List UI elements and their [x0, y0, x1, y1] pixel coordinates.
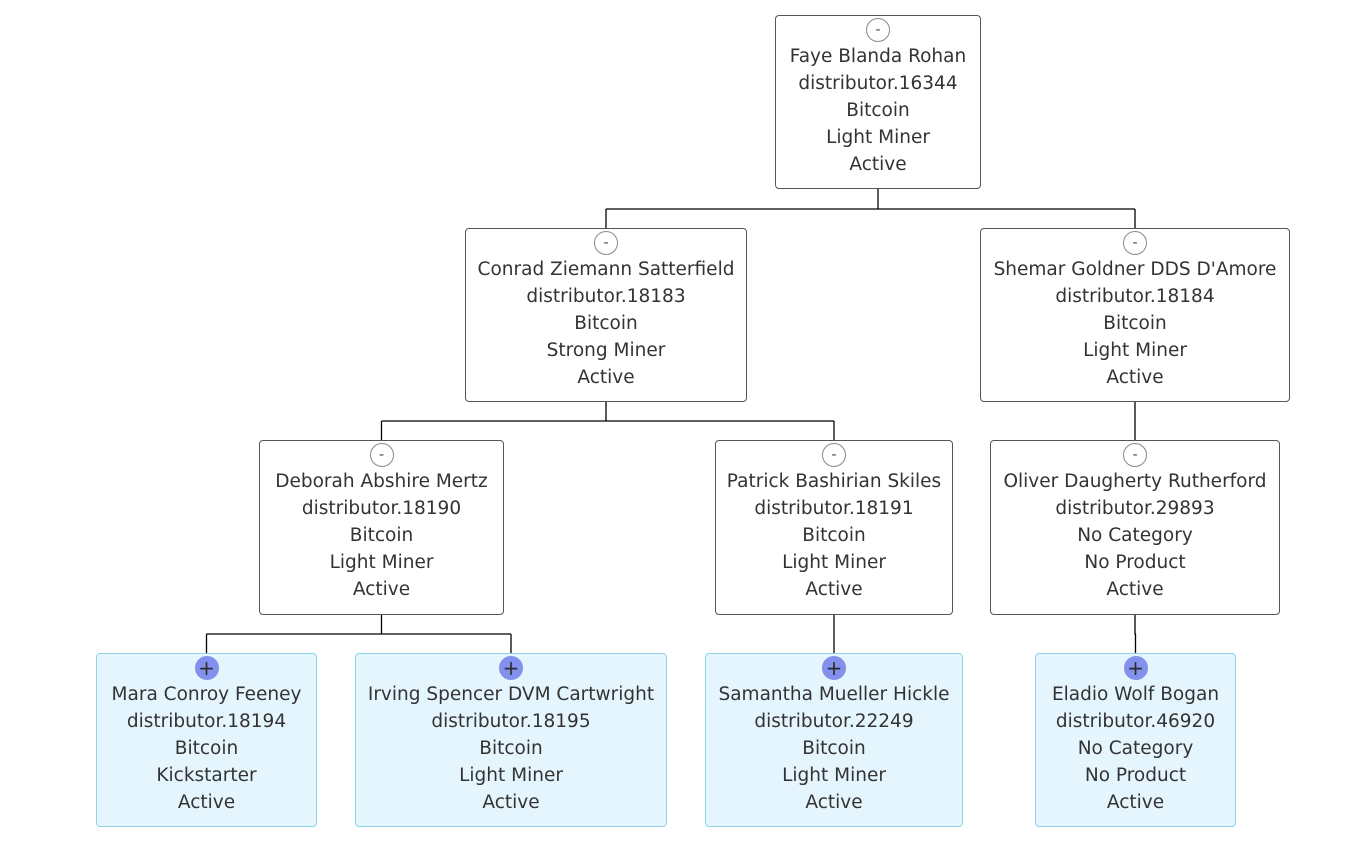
- expand-plus-icon[interactable]: +: [1123, 656, 1148, 680]
- connector-line: [1134, 615, 1137, 653]
- category-label: Bitcoin: [802, 525, 866, 546]
- product-label: Light Miner: [1083, 340, 1187, 361]
- status-label: Active: [1106, 367, 1164, 388]
- status-label: Active: [849, 154, 907, 175]
- expand-plus-icon[interactable]: +: [194, 656, 219, 680]
- product-label: Kickstarter: [156, 765, 257, 786]
- category-label: Bitcoin: [802, 738, 866, 759]
- status-label: Active: [352, 579, 411, 600]
- collapse-minus-icon[interactable]: -: [822, 443, 846, 467]
- collapse-minus-icon[interactable]: -: [594, 231, 618, 255]
- distributor-id: distributor.18183: [526, 286, 686, 307]
- person-name: Irving Spencer DVM Cartwright: [367, 684, 655, 705]
- product-label: No Product: [1084, 552, 1186, 573]
- category-label: No Category: [1077, 738, 1194, 759]
- org-node-card[interactable]: - Patrick Bashirian Skiles distributor.181…: [715, 440, 953, 615]
- distributor-id: distributor.18190: [301, 498, 462, 519]
- collapse-minus-icon[interactable]: -: [866, 18, 890, 42]
- org-node-card[interactable]: + Samantha Mueller Hickle distributor.2224…: [705, 653, 963, 827]
- status-label: Active: [1106, 792, 1165, 813]
- distributor-id: distributor.16344: [798, 73, 958, 94]
- distributor-id: distributor.18195: [431, 711, 591, 732]
- product-label: No Product: [1084, 765, 1187, 786]
- org-node-card[interactable]: - Conrad Ziemann Satterfield distributor.1…: [465, 228, 747, 402]
- product-label: Strong Miner: [546, 340, 666, 361]
- org-node-card[interactable]: + Eladio Wolf Bogan distributor.46920 No Ca…: [1035, 653, 1236, 827]
- status-label: Active: [805, 579, 863, 600]
- node-details: Eladio Wolf Bogan distributor.46920 No Cat…: [1036, 681, 1235, 816]
- collapse-minus-icon[interactable]: -: [369, 443, 394, 467]
- person-name: Patrick Bashirian Skiles: [726, 471, 942, 492]
- distributor-id: distributor.22249: [754, 711, 914, 732]
- node-details: Conrad Ziemann Satterfield distributor.18…: [466, 256, 746, 391]
- person-name: Oliver Daugherty Rutherford: [1003, 471, 1267, 492]
- person-name: Deborah Abshire Mertz: [275, 471, 488, 492]
- node-details: Samantha Mueller Hickle distributor.22249…: [706, 681, 962, 816]
- person-name: Eladio Wolf Bogan: [1051, 684, 1220, 705]
- product-label: Light Miner: [329, 552, 434, 573]
- category-label: Bitcoin: [1103, 313, 1167, 334]
- person-name: Faye Blanda Rohan: [789, 46, 967, 67]
- product-label: Light Miner: [782, 552, 886, 573]
- org-node-card[interactable]: - Oliver Daugherty Rutherford distributor.…: [990, 440, 1280, 615]
- collapse-minus-icon[interactable]: -: [1123, 231, 1147, 255]
- org-node-card[interactable]: - Shemar Goldner DDS D'Amore distributor.1…: [980, 228, 1290, 402]
- status-label: Active: [1106, 579, 1164, 600]
- product-label: Light Miner: [826, 127, 930, 148]
- expand-plus-icon[interactable]: +: [499, 656, 523, 680]
- person-name: Samantha Mueller Hickle: [718, 684, 950, 705]
- node-details: Irving Spencer DVM Cartwright distributor…: [356, 681, 666, 816]
- category-label: No Category: [1077, 525, 1193, 546]
- category-label: Bitcoin: [349, 525, 414, 546]
- category-label: Bitcoin: [846, 100, 910, 121]
- expand-plus-icon[interactable]: +: [822, 656, 846, 680]
- status-label: Active: [482, 792, 540, 813]
- status-label: Active: [805, 792, 863, 813]
- person-name: Conrad Ziemann Satterfield: [477, 259, 735, 280]
- distributor-id: distributor.18184: [1055, 286, 1215, 307]
- distributor-id: distributor.18191: [754, 498, 914, 519]
- category-label: Bitcoin: [574, 313, 638, 334]
- person-name: Mara Conroy Feeney: [111, 684, 302, 705]
- distributor-id: distributor.18194: [126, 711, 287, 732]
- status-label: Active: [177, 792, 236, 813]
- collapse-minus-icon[interactable]: -: [1123, 443, 1147, 467]
- node-details: Patrick Bashirian Skiles distributor.1819…: [716, 468, 952, 603]
- product-label: Light Miner: [782, 765, 886, 786]
- distributor-id: distributor.29893: [1055, 498, 1215, 519]
- node-details: Oliver Daugherty Rutherford distributor.2…: [991, 468, 1279, 603]
- product-label: Light Miner: [459, 765, 563, 786]
- category-label: Bitcoin: [479, 738, 543, 759]
- node-details: Shemar Goldner DDS D'Amore distributor.18…: [981, 256, 1289, 391]
- distributor-id: distributor.46920: [1055, 711, 1216, 732]
- person-name: Shemar Goldner DDS D'Amore: [993, 259, 1277, 280]
- category-label: Bitcoin: [174, 738, 239, 759]
- status-label: Active: [577, 367, 635, 388]
- org-node-card[interactable]: + Irving Spencer DVM Cartwright distributo…: [355, 653, 667, 827]
